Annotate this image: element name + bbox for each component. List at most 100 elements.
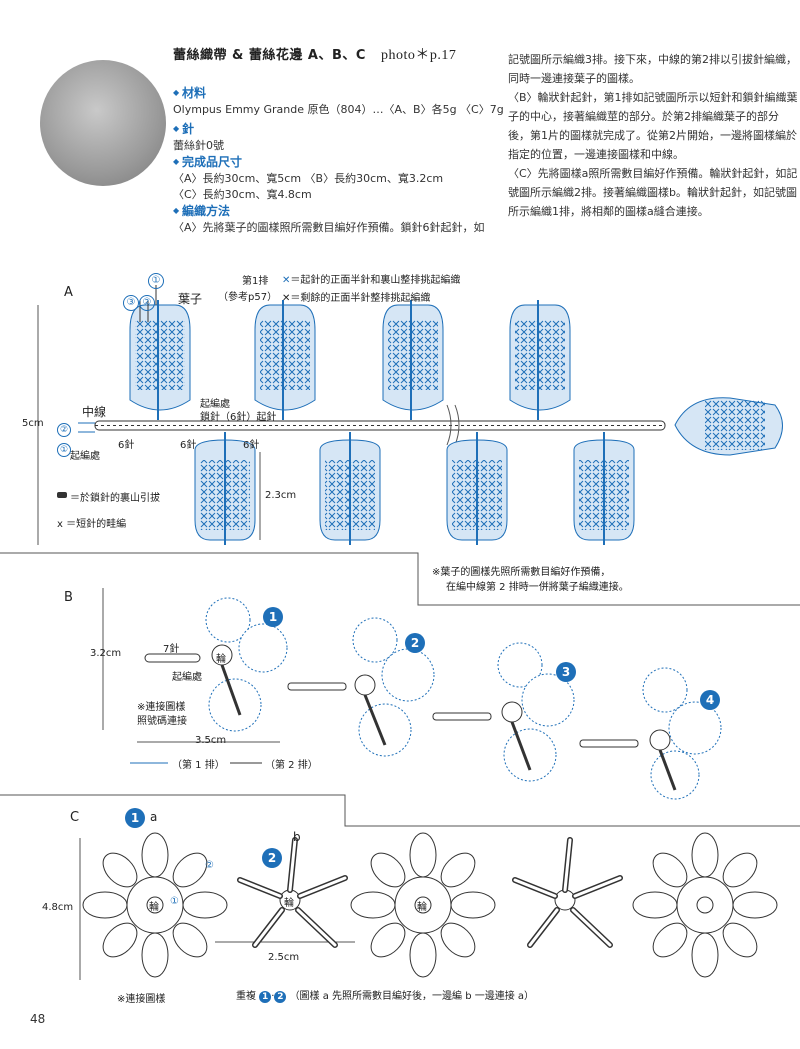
divider-a: [0, 552, 800, 606]
repeat-badge-1: 1: [259, 991, 272, 1003]
instructions-column: 記號圖所示編織3排。接下來，中線的第2排以引拔針編織，同時一邊連接葉子的圖樣。 …: [508, 50, 798, 221]
section-a-diagram: [37, 285, 783, 545]
section-c-letter: C: [70, 810, 80, 825]
b-badge-2: 2: [405, 633, 425, 653]
flower-b-1: [205, 597, 288, 732]
stitch-count-1: 6針: [118, 440, 135, 451]
materials-heading: 材料: [173, 84, 206, 101]
rib-stitch-icon: ⅹ: [57, 519, 63, 530]
section-b-letter: B: [64, 590, 73, 605]
row1-ref: （參考p57）: [218, 292, 278, 303]
legend-x2-text: ＝剩餘的正面半針整排挑起編織: [290, 293, 431, 304]
flower-b-2: [352, 617, 435, 757]
x-symbol-blue-icon: ✕: [282, 275, 291, 286]
legend-x1: ✕＝起針的正面半針和裏山整排挑起編織: [282, 271, 460, 286]
c-ring-b-label: 輪: [284, 898, 294, 909]
height-4-8cm: 4.8cm: [42, 902, 74, 913]
size-heading: 完成品尺寸: [173, 153, 242, 170]
leaf-top-2: [254, 300, 316, 420]
page-number: 48: [30, 1012, 46, 1026]
note-line-1: ※葉子的圖樣先照所需數目編好作預備，: [432, 567, 611, 578]
stitch-count-3: 6針: [243, 440, 260, 451]
page-title: 蕾絲織帶 & 蕾絲花邊 A、B、C photo＊p.17: [173, 44, 456, 64]
row-markers-left: ② ①: [57, 417, 71, 457]
instructions-p3: 〈C〉先將圖樣a照所需數目編好作預備。輪狀針起針，如記號圖所示編織2排。接著編織…: [508, 167, 798, 218]
c-join-note: ※連接圖樣: [117, 994, 166, 1005]
b-join-note-2: 照號碼連接: [137, 716, 187, 727]
height-2-3cm: 2.3cm: [265, 490, 297, 501]
stitch-count-2: 6針: [180, 440, 197, 451]
chain-start-label: 鎖針（6針）起針: [200, 412, 277, 423]
height-3-2cm: 3.2cm: [90, 648, 122, 659]
legend-x1-text: ＝起針的正面半針和裏山整排挑起編織: [290, 275, 461, 286]
legend-x2: ✕＝剩餘的正面半針整排挑起編織: [282, 289, 430, 304]
flower-b-4: [642, 667, 722, 800]
size-line-1: 〈A〉長約30cm、寬5cm 〈B〉長約30cm、寬3.2cm: [173, 172, 444, 185]
motif-a-label: a: [150, 810, 158, 824]
size-line-2: 〈C〉長約30cm、寬4.8cm: [173, 188, 312, 201]
note-line-2: 在編中線第 2 排時一併將葉子編織連接。: [446, 582, 629, 593]
section-c-diagram: [79, 832, 778, 980]
c-marker-1: ①: [170, 896, 179, 907]
b-join-note-1: ※連接圖樣: [137, 702, 186, 713]
b-ring-label: 輪: [216, 654, 226, 665]
motif-b-2: [512, 837, 623, 948]
width-3-5cm: 3.5cm: [195, 735, 227, 746]
legend-row-1: （第 1 排）: [172, 760, 225, 771]
leaf-bottom-4: [573, 432, 635, 545]
materials-text: Olympus Emmy Grande 原色（804）…〈A、B〉各5g 〈C〉…: [173, 103, 504, 116]
leaf-top-3: [382, 300, 444, 420]
instructions-p2: 〈B〉輪狀針起針，第1排如記號圖所示以短針和鎖針編織葉子的中心，接著編織莖的部分…: [508, 91, 798, 161]
leaf-top-4: [509, 300, 571, 420]
motif-a-1: [82, 832, 228, 978]
height-5cm: 5cm: [22, 418, 44, 429]
leaf-label: 葉子: [178, 292, 203, 306]
motif-b-1: [237, 837, 348, 948]
leaf-top-1: [129, 300, 191, 420]
method-heading: 編織方法: [173, 202, 230, 219]
motif-b-label: b: [293, 830, 301, 844]
section-b-diagram: [102, 588, 722, 800]
title-text: 蕾絲織帶 & 蕾絲花邊 A、B、C: [173, 48, 366, 63]
repeat-instruction: 重複 1·2 （圖樣 a 先照所需數目編好後，一邊編 b 一邊連接 a）: [236, 991, 535, 1003]
start-point-label: 起編處: [70, 451, 100, 462]
width-2-5cm: 2.5cm: [268, 952, 300, 963]
motif-a-2: [350, 832, 496, 978]
x-symbol-icon: ✕: [282, 293, 291, 304]
b-badge-3: 3: [556, 662, 576, 682]
marker-1-top: ①: [148, 268, 164, 289]
c-badge-1: 1: [125, 808, 145, 828]
leaf-bottom-1: [194, 432, 256, 545]
leaf-end: [674, 397, 783, 456]
c-badge-2: 2: [262, 848, 282, 868]
legend-row-2: （第 2 排）: [265, 760, 318, 771]
divider-b: [0, 794, 800, 827]
legend-slip-stitch: ＝於鎖針的裏山引拔: [70, 493, 160, 504]
leaf-bottom-2: [319, 432, 381, 545]
center-line-label: 中線: [82, 405, 107, 419]
instructions-p1: 記號圖所示編織3排。接下來，中線的第2排以引拔針編織，同時一邊連接葉子的圖樣。: [508, 53, 797, 85]
row1-label: 第1排: [242, 276, 269, 287]
repeat-prefix: 重複: [236, 991, 256, 1002]
section-a-letter: A: [64, 285, 73, 300]
repeat-badge-2: 2: [274, 991, 287, 1003]
c-ring-a2-label: 輪: [417, 902, 427, 913]
needle-heading: 針: [173, 120, 194, 137]
legend-rib: ⅹ ＝短針的畦編: [57, 519, 127, 530]
product-photo: [40, 60, 166, 186]
motif-a-3: [632, 832, 778, 978]
method-text: 〈A〉先將葉子的圖樣照所需數目編好作預備。鎖針6針起針，如: [173, 221, 485, 234]
leaf-start-label: 起編處: [200, 399, 230, 410]
b-badge-1: 1: [263, 607, 283, 627]
photo-reference: photo＊p.17: [381, 48, 457, 63]
c-ring-label: 輪: [149, 902, 159, 913]
repeat-text: （圖樣 a 先照所需數目編好後，一邊編 b 一邊連接 a）: [289, 991, 535, 1002]
c-marker-2: ②: [205, 860, 214, 871]
needle-text: 蕾絲針0號: [173, 139, 224, 152]
flower-b-3: [497, 642, 575, 782]
b-start-label: 起編處: [172, 672, 202, 683]
b-badge-4: 4: [700, 690, 720, 710]
leaf-bottom-3: [446, 432, 508, 545]
